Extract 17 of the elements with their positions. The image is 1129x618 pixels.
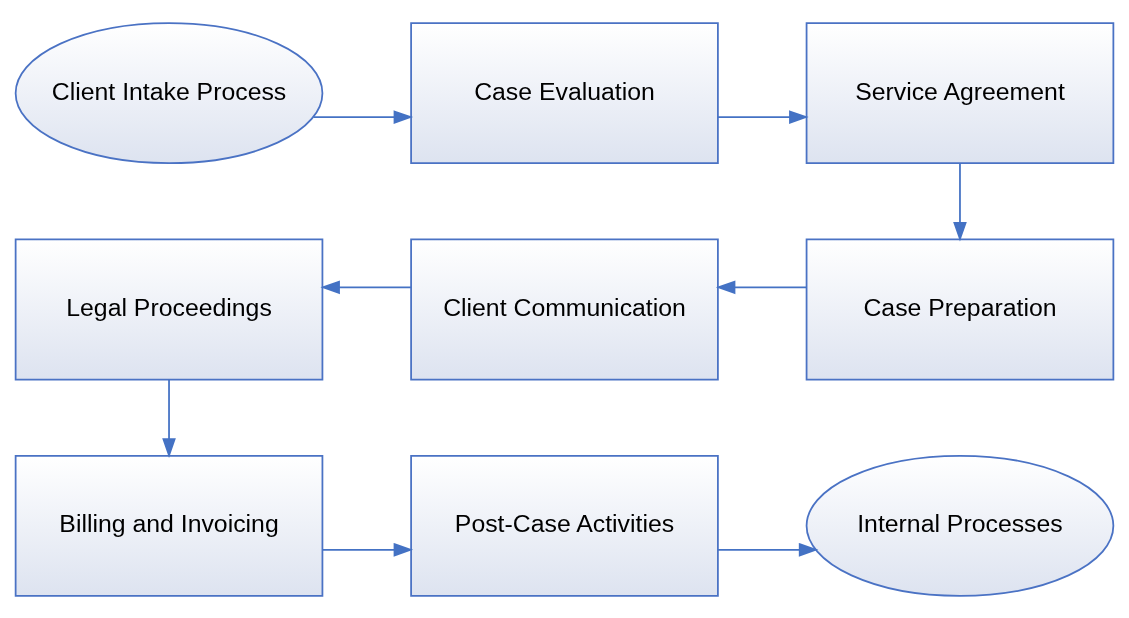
node-ellipse: Client Intake Process [14, 21, 324, 164]
node-ellipse: Internal Processes [805, 454, 1115, 597]
arrow [162, 378, 176, 458]
arrow [321, 542, 414, 557]
arrow [320, 280, 412, 294]
arrow [717, 542, 819, 557]
node-box: Client Communication [410, 238, 719, 380]
arrow [715, 280, 808, 294]
node-box: Case Evaluation [410, 21, 719, 164]
node-box: Legal Proceedings [14, 238, 324, 380]
node-box: Billing and Invoicing [14, 454, 324, 597]
node-box: Service Agreement [805, 21, 1115, 164]
arrow [312, 109, 414, 124]
arrow [717, 109, 809, 124]
arrow [953, 162, 967, 242]
node-box: Case Preparation [805, 238, 1115, 380]
node-box: Post-Case Activities [410, 454, 719, 597]
